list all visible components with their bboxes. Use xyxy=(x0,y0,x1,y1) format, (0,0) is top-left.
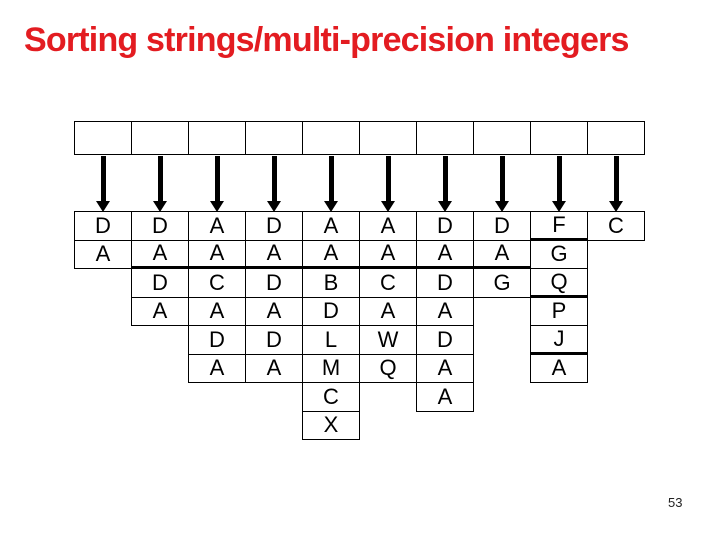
letter-cell: A xyxy=(245,239,303,269)
letter-cell: G xyxy=(473,268,531,298)
array-slot xyxy=(416,121,474,155)
down-arrow-shaft xyxy=(556,156,562,202)
letter-cell: D xyxy=(245,325,303,355)
down-arrow-shaft xyxy=(100,156,106,202)
letter-cell: D xyxy=(416,268,474,298)
letter-cell: D xyxy=(302,296,360,326)
slide-title: Sorting strings/multi-precision integers xyxy=(24,21,629,59)
letter-cell: C xyxy=(302,382,360,412)
array-slot xyxy=(188,121,246,155)
letter-cell: Q xyxy=(359,353,417,383)
array-slot xyxy=(473,121,531,155)
letter-cell: D xyxy=(245,211,303,241)
down-arrow-head xyxy=(96,201,110,212)
letter-cell: L xyxy=(302,325,360,355)
down-arrow-shaft xyxy=(214,156,220,202)
letter-cell: D xyxy=(245,268,303,298)
array-slot xyxy=(530,121,588,155)
letter-cell: C xyxy=(188,268,246,298)
down-arrow-head xyxy=(267,201,281,212)
letter-cell: A xyxy=(302,211,360,241)
letter-cell: A xyxy=(473,239,531,269)
letter-cell: D xyxy=(188,325,246,355)
letter-cell: A xyxy=(359,211,417,241)
letter-cell: A xyxy=(416,296,474,326)
down-arrow-shaft xyxy=(328,156,334,202)
letter-cell: P xyxy=(530,296,588,326)
letter-cell: A xyxy=(188,353,246,383)
letter-cell: C xyxy=(359,268,417,298)
letter-cell: A xyxy=(131,296,189,326)
down-arrow-shaft xyxy=(442,156,448,202)
down-arrow-shaft xyxy=(613,156,619,202)
down-arrow-shaft xyxy=(385,156,391,202)
array-slot xyxy=(587,121,645,155)
down-arrow-head xyxy=(552,201,566,212)
letter-cell: A xyxy=(188,211,246,241)
letter-cell: A xyxy=(302,239,360,269)
down-arrow-head xyxy=(210,201,224,212)
down-arrow-head xyxy=(609,201,623,212)
letter-cell: C xyxy=(587,211,645,241)
letter-cell: A xyxy=(359,296,417,326)
array-slot xyxy=(74,121,132,155)
letter-cell: D xyxy=(416,325,474,355)
letter-cell: J xyxy=(530,325,588,355)
array-slot xyxy=(302,121,360,155)
array-slot xyxy=(131,121,189,155)
letter-cell: A xyxy=(131,239,189,269)
letter-cell: B xyxy=(302,268,360,298)
letter-cell: D xyxy=(473,211,531,241)
down-arrow-head xyxy=(495,201,509,212)
down-arrow-shaft xyxy=(499,156,505,202)
letter-cell: A xyxy=(416,353,474,383)
letter-cell: A xyxy=(416,239,474,269)
down-arrow-head xyxy=(438,201,452,212)
down-arrow-head xyxy=(381,201,395,212)
letter-cell: D xyxy=(74,211,132,241)
letter-cell: D xyxy=(416,211,474,241)
letter-cell: M xyxy=(302,353,360,383)
array-slot xyxy=(359,121,417,155)
down-arrow-head xyxy=(153,201,167,212)
down-arrow-head xyxy=(324,201,338,212)
letter-cell: G xyxy=(530,239,588,269)
letter-cell: A xyxy=(188,296,246,326)
letter-cell: A xyxy=(74,239,132,269)
letter-cell: D xyxy=(131,211,189,241)
letter-cell: X xyxy=(302,410,360,440)
letter-cell: A xyxy=(188,239,246,269)
letter-cell: F xyxy=(530,211,588,241)
letter-cell: A xyxy=(359,239,417,269)
down-arrow-shaft xyxy=(157,156,163,202)
letter-cell: A xyxy=(245,296,303,326)
letter-cell: A xyxy=(245,353,303,383)
letter-cell: Q xyxy=(530,268,588,298)
down-arrow-shaft xyxy=(271,156,277,202)
letter-cell: D xyxy=(131,268,189,298)
letter-cell: A xyxy=(416,382,474,412)
array-slot xyxy=(245,121,303,155)
letter-cell: A xyxy=(530,353,588,383)
page-number: 53 xyxy=(668,495,683,510)
letter-cell: W xyxy=(359,325,417,355)
